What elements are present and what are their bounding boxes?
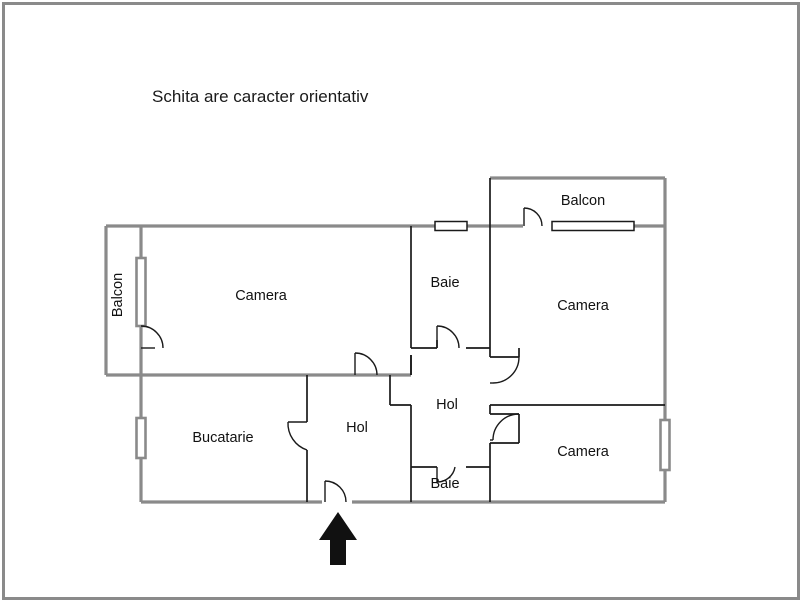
room-label-camera-main: Camera [235, 288, 288, 304]
door-arc-baie-top [436, 325, 460, 349]
room-label-baie-bottom: Baie [430, 476, 459, 492]
door-arc-balcon-left [140, 325, 164, 349]
door-arc-bucatarie [287, 421, 308, 451]
room-label-balcon-left: Balcon [110, 273, 126, 317]
entrance-arrow-icon [319, 512, 357, 565]
window-bucatarie [135, 416, 147, 460]
page-title: Schita are caracter orientativ [152, 87, 369, 106]
door-arc-camera-se [492, 413, 520, 441]
window-camera-se [659, 418, 671, 472]
door-arc-baie-bottom [436, 466, 456, 483]
room-label-bucatarie: Bucatarie [192, 430, 253, 446]
room-label-hol-center: Hol [436, 397, 458, 413]
window-baie-top [434, 220, 468, 232]
window-balcon-top [551, 220, 635, 232]
room-label-baie-top: Baie [430, 275, 459, 291]
door-arc-camera-ne [492, 356, 520, 384]
door-arc-balcon-top [523, 207, 543, 227]
door-arc-entrance [324, 480, 347, 503]
room-label-camera-se: Camera [557, 444, 610, 460]
room-label-hol-left: Hol [346, 420, 368, 436]
door-arc-camera-main [354, 352, 378, 376]
room-label-balcon-top: Balcon [561, 193, 605, 209]
window-balcon-left [135, 256, 147, 328]
room-label-camera-ne: Camera [557, 298, 610, 314]
